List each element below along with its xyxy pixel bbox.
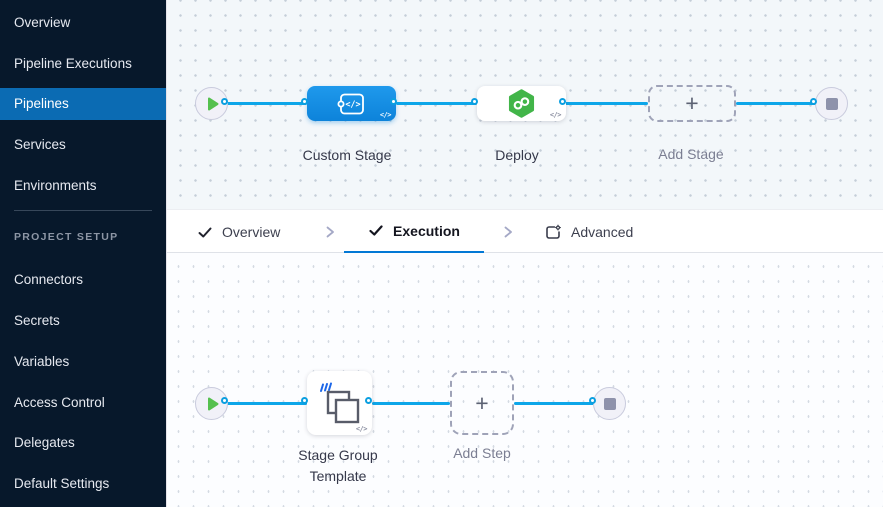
play-icon: [208, 97, 219, 110]
stage-config-tabbar: Overview Execution Advanced: [167, 209, 888, 254]
code-view-icon[interactable]: </>: [379, 111, 392, 119]
sidebar: Overview Pipeline Executions Pipelines S…: [0, 0, 166, 507]
connector-line: [211, 402, 307, 405]
deploy-cd-icon: [508, 89, 535, 118]
connector-port[interactable]: [365, 397, 372, 404]
stage-label-deploy: Deploy: [495, 147, 539, 163]
connector-line: [396, 102, 477, 105]
connector-line: [736, 102, 816, 105]
step-label-stage-group-template: Stage Group Template: [268, 445, 408, 487]
sidebar-divider: [14, 210, 152, 211]
connector-line: [372, 402, 450, 405]
plus-icon: +: [475, 389, 489, 416]
stage-node-custom-stage[interactable]: </> </>: [307, 86, 396, 121]
connector-line: [565, 102, 648, 105]
connector-port[interactable]: [301, 397, 308, 404]
check-icon: [369, 225, 383, 236]
add-step-button[interactable]: +: [450, 371, 514, 435]
sidebar-item-delegates[interactable]: Delegates: [14, 435, 75, 450]
tab-label: Execution: [393, 222, 460, 239]
sidebar-item-connectors[interactable]: Connectors: [14, 272, 84, 287]
execution-canvas[interactable]: </> + Stage Group Template Add Step: [167, 253, 888, 507]
sidebar-item-access-control[interactable]: Access Control: [14, 395, 105, 410]
tab-overview[interactable]: Overview: [197, 210, 280, 254]
connector-port[interactable]: [221, 397, 228, 404]
connector-port[interactable]: [589, 397, 596, 404]
chevron-right-icon: [326, 226, 334, 238]
chevron-right-icon: [504, 226, 512, 238]
stage-node-deploy[interactable]: </>: [477, 86, 566, 121]
stage-label-add-stage: Add Stage: [658, 146, 724, 162]
step-label-add-step: Add Step: [453, 445, 511, 461]
sidebar-item-overview[interactable]: Overview: [14, 15, 71, 30]
main-area: </> </> </> +: [166, 0, 888, 507]
stop-icon: [603, 397, 616, 410]
label-line-1: Stage Group: [298, 447, 378, 463]
connector-port[interactable]: [221, 98, 228, 105]
stage-label-custom-stage: Custom Stage: [302, 147, 392, 163]
sidebar-item-environments[interactable]: Environments: [14, 178, 97, 193]
connector-port[interactable]: [390, 98, 397, 105]
sidebar-item-variables[interactable]: Variables: [14, 354, 70, 369]
sidebar-section-label: PROJECT SETUP: [14, 231, 119, 243]
connector-line: [514, 402, 595, 405]
label-line-2: Template: [309, 468, 367, 484]
plus-icon: +: [685, 90, 699, 116]
connector-port[interactable]: [810, 98, 817, 105]
connector-port[interactable]: [559, 98, 566, 105]
sidebar-item-services[interactable]: Services: [14, 137, 66, 152]
connector-port[interactable]: [301, 98, 308, 105]
sidebar-item-pipeline-executions[interactable]: Pipeline Executions: [14, 56, 132, 71]
execution-end-node[interactable]: [593, 387, 626, 420]
code-view-icon[interactable]: </>: [549, 111, 562, 119]
check-icon: [198, 227, 212, 237]
template-badge-icon: [319, 382, 332, 392]
tab-execution[interactable]: Execution: [344, 210, 484, 254]
canvas-right-gutter: [883, 0, 888, 507]
sidebar-item-default-settings[interactable]: Default Settings: [14, 476, 110, 491]
stop-icon: [825, 97, 838, 110]
pipeline-end-node[interactable]: [815, 87, 848, 120]
stage-canvas[interactable]: </> </> </> +: [167, 0, 888, 209]
tab-advanced[interactable]: Advanced: [544, 210, 633, 254]
tab-label: Overview: [222, 224, 281, 240]
connector-line: [211, 102, 307, 105]
sidebar-item-pipelines[interactable]: Pipelines: [0, 88, 166, 120]
connector-port[interactable]: [471, 98, 478, 105]
stage-group-template-icon: [319, 382, 359, 424]
custom-stage-icon: </>: [337, 93, 364, 114]
sidebar-item-secrets[interactable]: Secrets: [14, 313, 60, 328]
code-view-icon[interactable]: </>: [355, 425, 368, 433]
play-icon: [208, 397, 219, 410]
pipeline-start-node[interactable]: [195, 87, 228, 120]
tab-label: Advanced: [571, 224, 634, 240]
step-node-stage-group-template[interactable]: </>: [307, 371, 372, 435]
svg-text:</>: </>: [345, 100, 360, 110]
add-stage-button[interactable]: +: [648, 85, 736, 122]
advanced-settings-icon: [546, 224, 561, 239]
